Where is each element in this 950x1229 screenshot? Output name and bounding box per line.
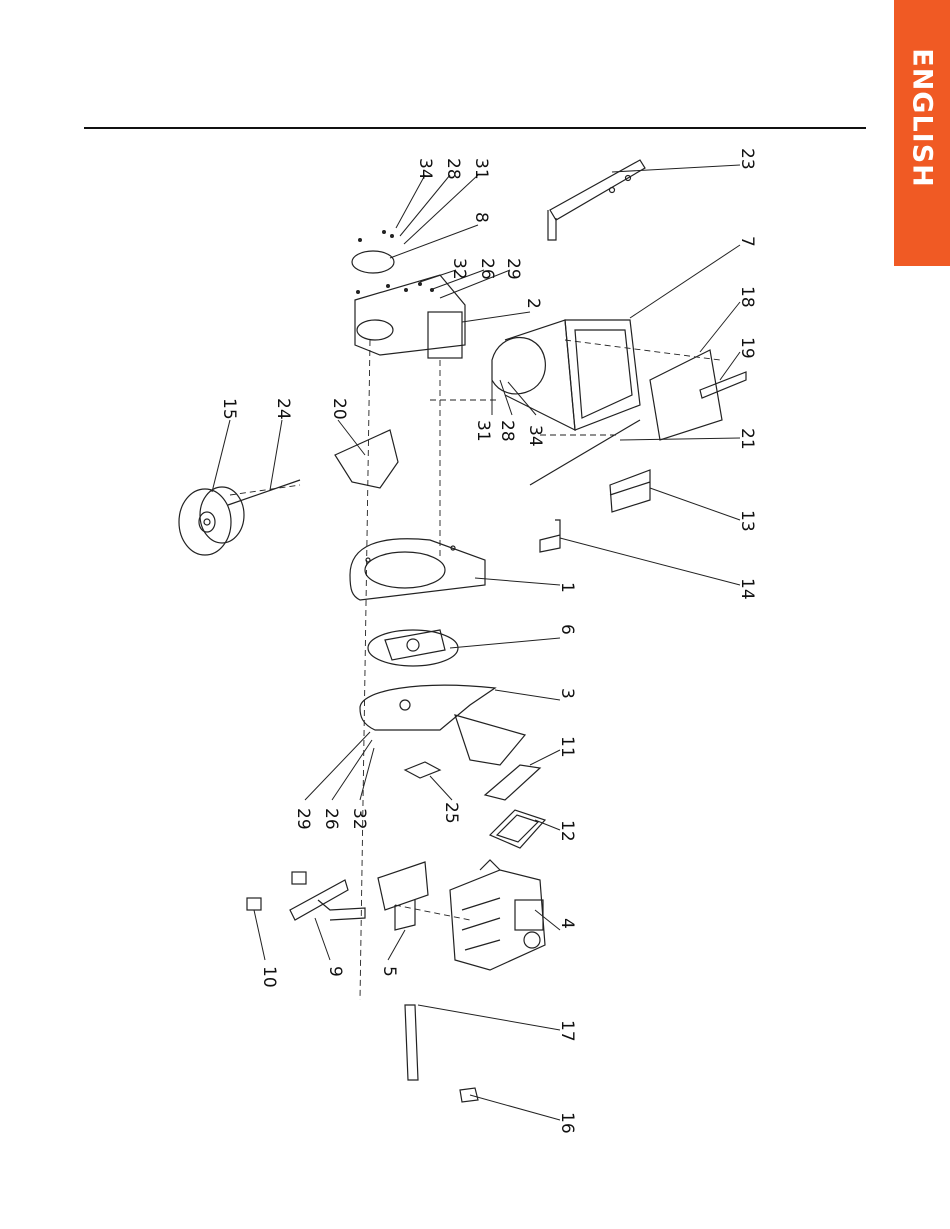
callout-31-top: 31	[471, 158, 491, 180]
callout-20: 20	[329, 398, 349, 420]
foot-pad-part	[460, 1088, 478, 1102]
callout-6: 6	[557, 624, 577, 635]
callout-21: 21	[737, 428, 757, 450]
callout-28-mid: 28	[497, 420, 517, 442]
mount-tab-part	[540, 520, 560, 552]
frame-bracket-part	[290, 880, 365, 920]
callout-17: 17	[557, 1020, 577, 1042]
axle-part	[228, 480, 300, 505]
seal-part	[490, 810, 545, 848]
bracket-part	[610, 470, 650, 512]
rod-part	[530, 420, 640, 485]
callout-29-lower: 29	[293, 808, 313, 830]
rotor-part	[368, 630, 458, 666]
block-part	[247, 898, 261, 910]
callout-16: 16	[557, 1112, 577, 1134]
callout-2: 2	[523, 298, 543, 309]
engine-mount-part	[378, 862, 428, 930]
cover-plate-part	[352, 251, 394, 273]
callout-1: 1	[557, 582, 577, 593]
flange-part	[405, 762, 440, 778]
callout-24: 24	[273, 398, 293, 420]
callout-9: 9	[325, 966, 345, 977]
callout-23: 23	[737, 148, 757, 170]
callout-26-upper: 26	[477, 258, 497, 280]
callout-15: 15	[219, 398, 239, 420]
callout-14: 14	[737, 578, 757, 600]
callout-7: 7	[737, 236, 757, 247]
callout-19: 19	[737, 337, 757, 359]
fastener-set	[356, 230, 434, 294]
callout-12: 12	[557, 820, 577, 842]
callout-34-top: 34	[415, 158, 435, 180]
callout-labels: 23 7 18 19 21 13 14 1 6 3 11 12 4 17 16 …	[219, 148, 757, 1134]
callout-4: 4	[557, 918, 577, 929]
callout-32-upper: 32	[449, 258, 469, 280]
base-plate-part	[360, 685, 525, 765]
callout-29-upper: 29	[503, 258, 523, 280]
callout-8: 8	[471, 212, 491, 223]
intake-chute-part	[335, 430, 398, 488]
callout-10: 10	[259, 966, 279, 988]
callout-32-lower: 32	[349, 808, 369, 830]
callout-26-lower: 26	[321, 808, 341, 830]
hopper-part	[492, 320, 640, 430]
callout-11: 11	[557, 736, 577, 758]
callout-5: 5	[379, 966, 399, 977]
main-housing-part	[350, 539, 485, 600]
handle-bar-part	[548, 160, 645, 240]
callout-31-mid: 31	[473, 420, 493, 442]
callout-3: 3	[557, 688, 577, 699]
block-part-2	[292, 872, 306, 884]
discharge-housing-part	[355, 275, 465, 358]
leg-part	[405, 1005, 418, 1080]
callout-13: 13	[737, 510, 757, 532]
engine-part	[450, 860, 545, 970]
callout-34-mid: 34	[525, 425, 545, 447]
callout-18: 18	[737, 286, 757, 308]
wheel-part	[179, 487, 244, 555]
callout-25: 25	[441, 802, 461, 824]
callout-28-top: 28	[443, 158, 463, 180]
gasket-part	[485, 765, 540, 800]
